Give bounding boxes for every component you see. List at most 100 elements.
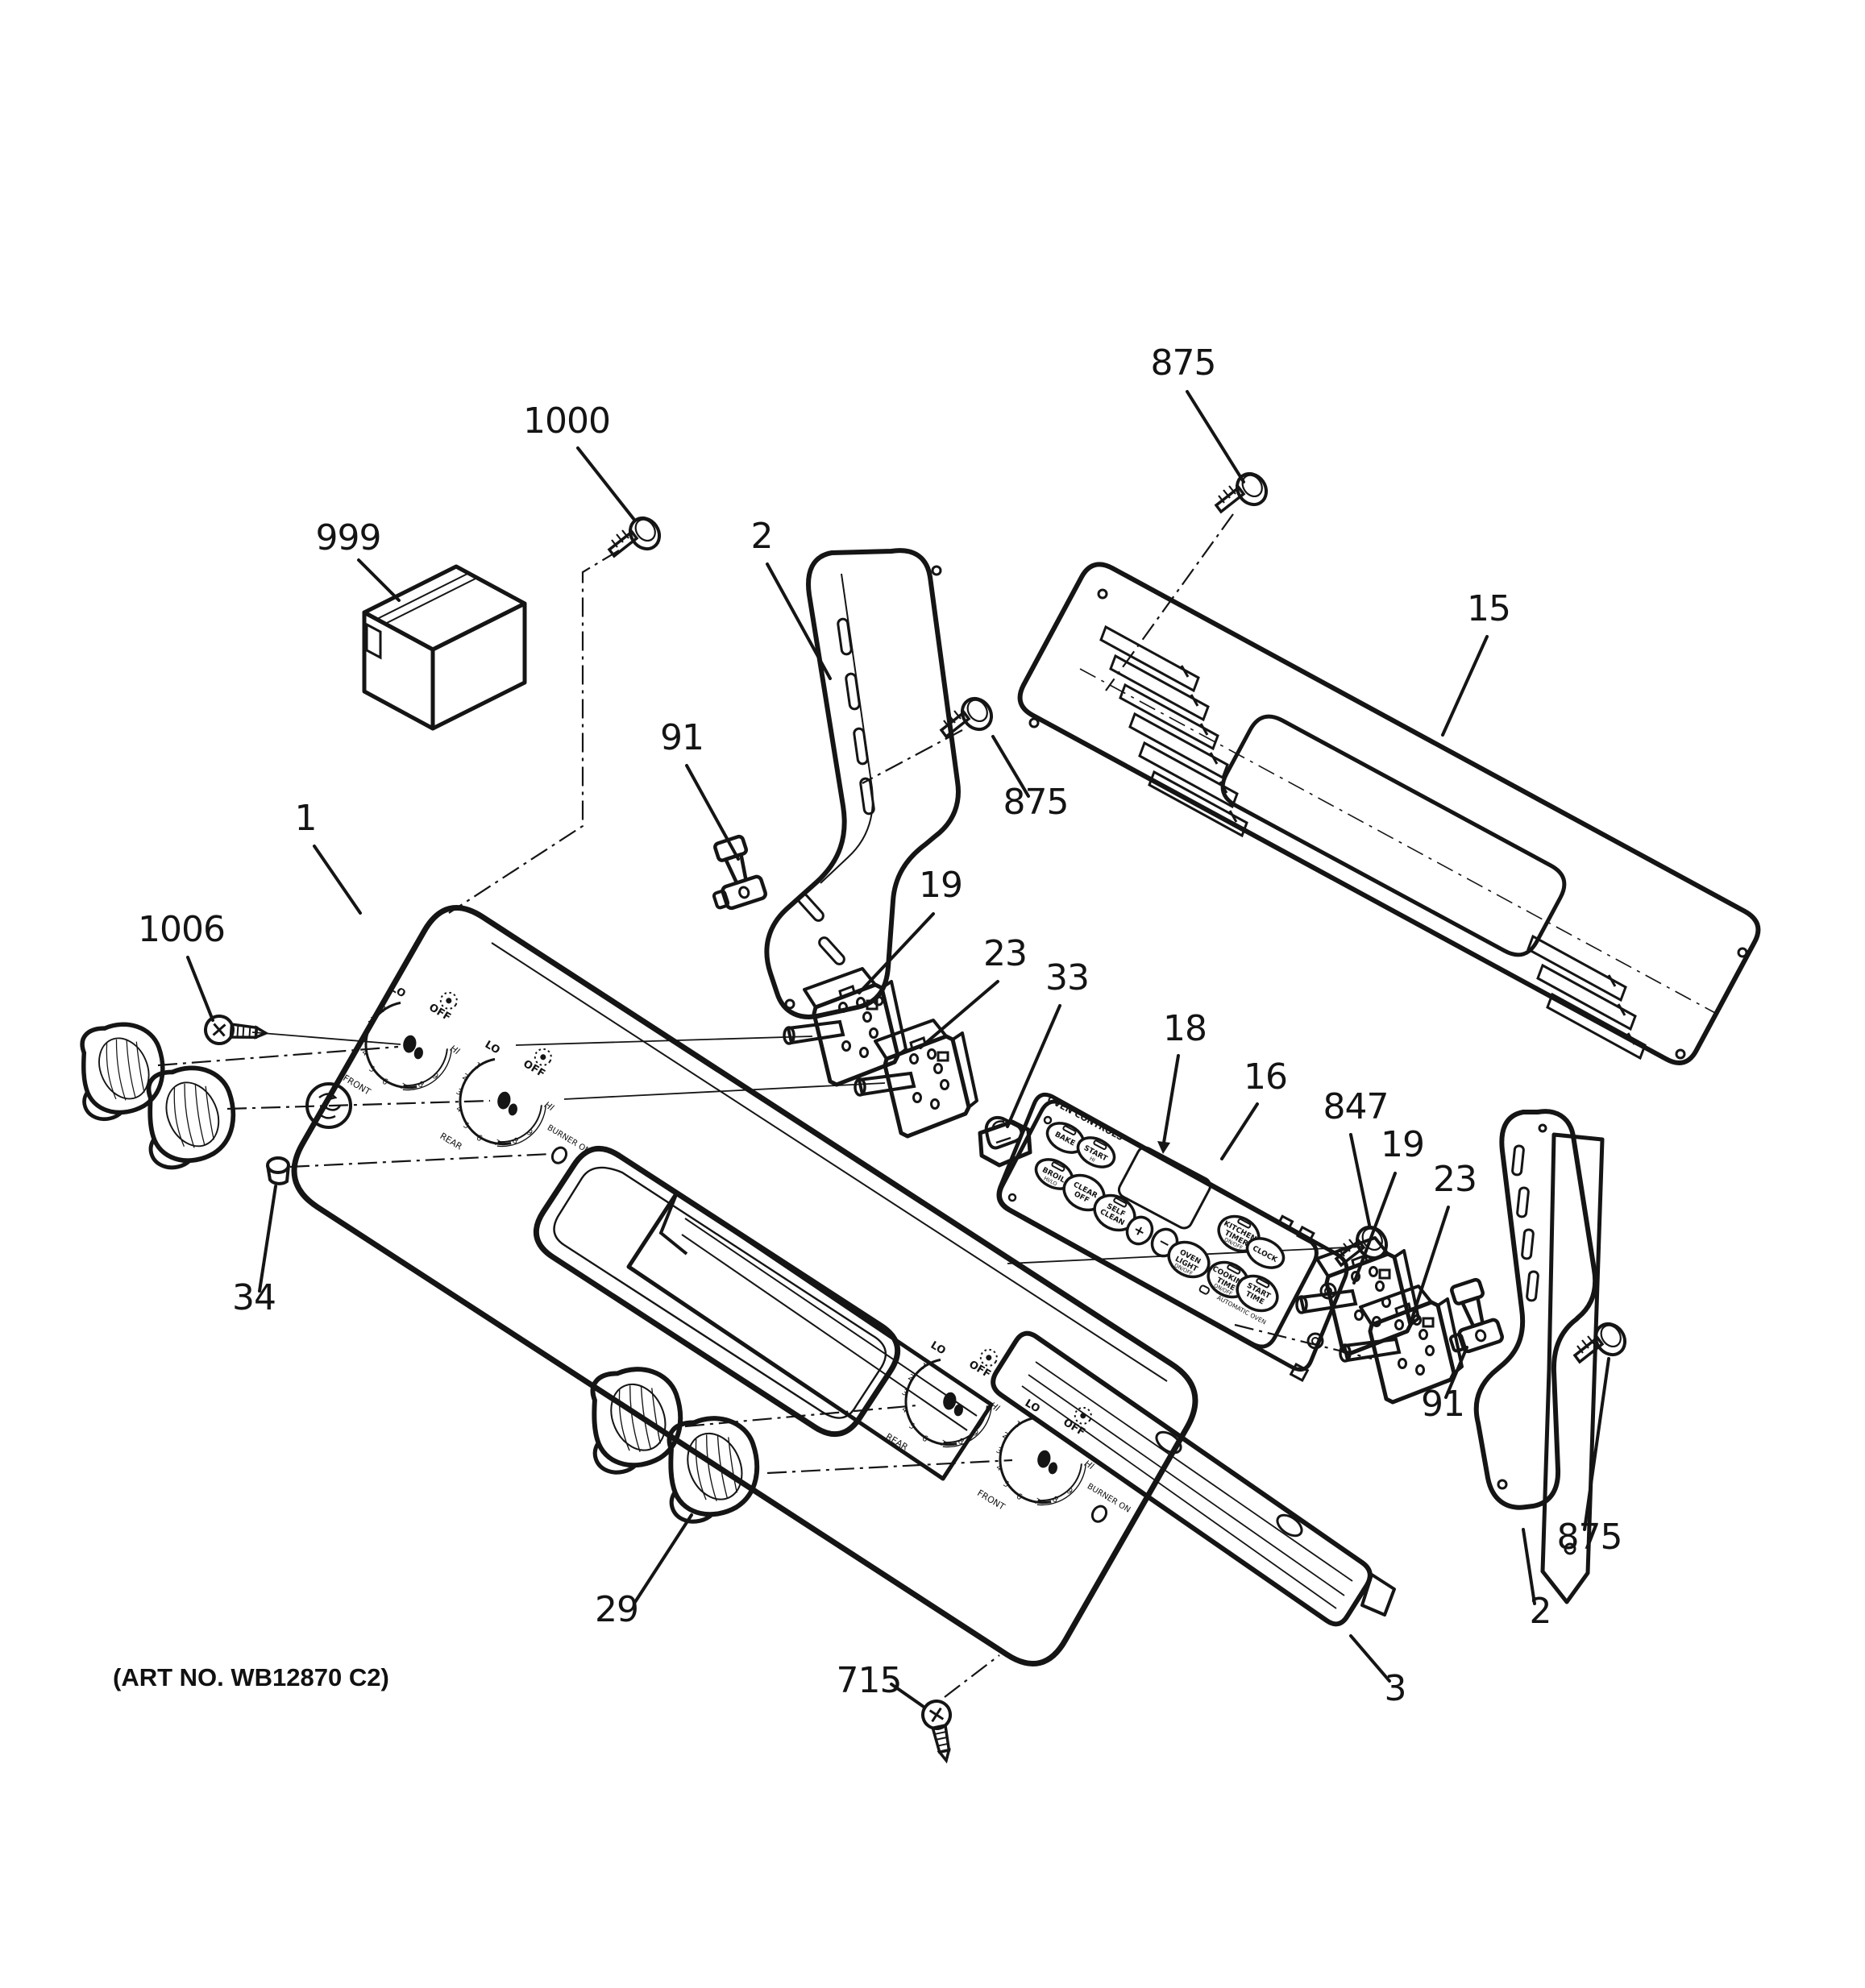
- dial-number-1: 1: [919, 1362, 928, 1372]
- dial-position-label: REAR: [438, 1131, 465, 1152]
- dial-number-2: 2: [366, 1016, 375, 1027]
- center-line-1: [1105, 513, 1234, 691]
- vent-louvers: [1099, 625, 1647, 1060]
- hot-surface-indicator: [979, 1348, 998, 1367]
- burner-on-label: BURNER ON: [546, 1123, 592, 1156]
- callout-leader-34-17: [258, 1185, 277, 1293]
- dial-number-1: 1: [473, 1061, 482, 1072]
- center-line-4: [226, 1099, 491, 1110]
- dial-number-3: 3: [455, 1087, 463, 1098]
- burner-on-hole: [1090, 1504, 1108, 1523]
- dial-hi-label: HI: [1082, 1458, 1096, 1471]
- callout-label-29-19: 29: [595, 1589, 638, 1630]
- dial-number-8: 8: [956, 1437, 965, 1447]
- callout-label-19-15: 19: [1381, 1124, 1424, 1165]
- dial-position-label: FRONT: [975, 1488, 1007, 1513]
- burner-on-hole: [550, 1146, 568, 1164]
- dial-number-2: 2: [906, 1373, 915, 1384]
- callout-leader-2-22: [1522, 1528, 1536, 1605]
- dial-number-2: 2: [1000, 1431, 1009, 1442]
- dial-number-3: 3: [900, 1388, 909, 1398]
- callout-leader-91-5: [685, 764, 740, 861]
- burner-on-light-2: BURNER ON: [1086, 1482, 1132, 1523]
- dial-number-9: 9: [970, 1429, 979, 1439]
- rocker-switch: [980, 1118, 1030, 1165]
- hot-surface-indicator: [534, 1048, 552, 1066]
- dial-number-8: 8: [1050, 1495, 1059, 1505]
- callout-leader-715-20: [890, 1683, 925, 1708]
- literature-box: [362, 564, 527, 731]
- callout-label-875-2: 875: [1151, 342, 1216, 384]
- callout-leader-91-18: [1444, 1346, 1468, 1399]
- callout-leader-1006-8: [186, 956, 214, 1022]
- main-control-panel: [291, 904, 1198, 1667]
- center-line-0: [448, 550, 620, 914]
- axis-line-0: [251, 1031, 401, 1045]
- board-button-clock: CLOCK: [1245, 1237, 1286, 1269]
- burner-knob-4: [661, 1413, 764, 1525]
- callout-leader-18-12: [1161, 1054, 1180, 1149]
- dial-number-7: 7: [398, 1082, 407, 1093]
- callout-leader-875-2: [1186, 390, 1245, 484]
- callout-label-2-3: 2: [751, 516, 773, 557]
- center-line-3: [157, 1045, 399, 1067]
- display-digits: 88:88: [1125, 1160, 1202, 1218]
- callout-label-33-11: 33: [1045, 957, 1089, 998]
- callout-18-arrow: [1157, 1141, 1170, 1154]
- dial-off-label: OFF: [426, 1002, 452, 1024]
- side-bracket-left: [764, 548, 961, 1019]
- dial-number-9: 9: [430, 1072, 439, 1082]
- center-line-9: [1234, 1323, 1373, 1360]
- dial-hi-label: HI: [542, 1099, 556, 1113]
- callout-label-15-4: 15: [1467, 588, 1510, 629]
- burner-knob-1: [74, 1019, 169, 1122]
- dial-number-4: 4: [995, 1463, 1003, 1473]
- callout-leader-1-7: [313, 845, 362, 915]
- dial-number-1: 1: [379, 1005, 388, 1015]
- callout-label-715-20: 715: [837, 1660, 902, 1701]
- rear-vent-panel: [1017, 562, 1761, 1066]
- dial-number-9: 9: [1065, 1487, 1074, 1497]
- callout-label-1000-1: 1000: [523, 401, 610, 442]
- side-bracket-right-plate: [1540, 1132, 1605, 1604]
- screw-875-bottom: [1573, 1316, 1633, 1363]
- callout-leader-16-13: [1220, 1102, 1259, 1160]
- callout-leader-875-6: [991, 735, 1030, 798]
- dial-number-5: 5: [908, 1421, 916, 1432]
- callout-label-18-12: 18: [1163, 1008, 1207, 1049]
- callout-leader-875-23: [1583, 1357, 1610, 1531]
- callout-label-23-10: 23: [983, 933, 1027, 974]
- callout-label-847-14: 847: [1323, 1086, 1389, 1127]
- dial-number-9: 9: [525, 1128, 534, 1139]
- dial-off-label: OFF: [1061, 1417, 1086, 1439]
- callout-leader-19-9: [858, 912, 935, 994]
- center-line-2: [862, 729, 963, 784]
- callout-label-875-6: 875: [1003, 782, 1069, 823]
- callout-label-16-13: 16: [1244, 1056, 1287, 1098]
- callout-leader-19-15: [1352, 1172, 1397, 1285]
- dial-number-8: 8: [510, 1136, 519, 1147]
- callout-label-34-17: 34: [232, 1277, 276, 1318]
- dial-number-6: 6: [475, 1134, 484, 1144]
- door-handle: [626, 1190, 994, 1481]
- callout-label-3-21: 3: [1385, 1668, 1406, 1709]
- dial-number-8: 8: [416, 1080, 425, 1090]
- callout-label-23-16: 23: [1433, 1159, 1477, 1200]
- dial-number-4: 4: [360, 1048, 369, 1058]
- dial-number-7: 7: [938, 1439, 947, 1450]
- dial-off-label: OFF: [966, 1359, 992, 1381]
- dial-off-label: OFF: [521, 1058, 546, 1081]
- dial-number-1: 1: [1013, 1420, 1022, 1430]
- callout-leader-23-16: [1409, 1206, 1450, 1325]
- dial-number-6: 6: [920, 1434, 929, 1445]
